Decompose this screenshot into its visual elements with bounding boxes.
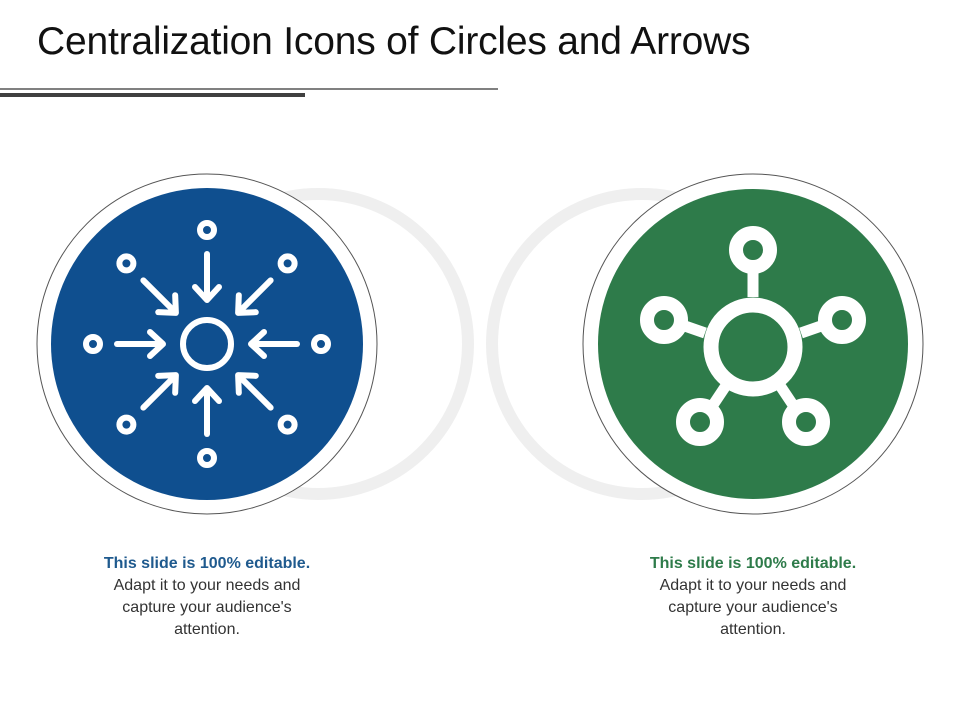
left-caption: This slide is 100% editable. Adapt it to… [57, 553, 357, 641]
left-caption-line-3: attention. [174, 621, 240, 638]
center-circle-icon [180, 317, 234, 371]
arrow-spoke-icon [192, 220, 222, 303]
hub-center-circle-icon [703, 297, 803, 397]
right-caption-line-2: capture your audience's [668, 599, 838, 616]
left-caption-heading: This slide is 100% editable. [103, 555, 311, 572]
centralization-arrows-icon [36, 173, 378, 515]
slide-title: Centralization Icons of Circles and Arro… [37, 20, 751, 63]
right-caption-heading: This slide is 100% editable. [649, 555, 857, 572]
right-caption: This slide is 100% editable. Adapt it to… [603, 553, 903, 641]
title-underline-thin [0, 88, 498, 90]
right-caption-line-1: Adapt it to your needs and [659, 577, 847, 594]
title-underline-thick [0, 93, 305, 97]
left-blue-disc [51, 188, 363, 500]
left-caption-line-1: Adapt it to your needs and [113, 577, 301, 594]
right-caption-line-3: attention. [720, 621, 786, 638]
right-green-disc [598, 189, 908, 499]
left-caption-line-2: capture your audience's [122, 599, 292, 616]
hub-network-icon [582, 173, 924, 515]
